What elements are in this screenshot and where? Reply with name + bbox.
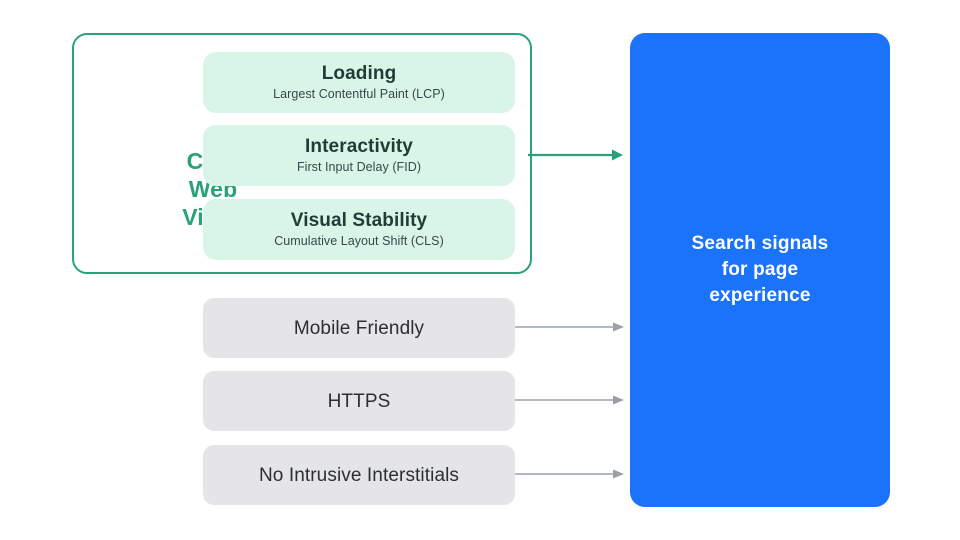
metric-title: Visual Stability [290,210,428,231]
metric-card-visual-stability: Visual Stability Cumulative Layout Shift… [203,199,515,260]
metric-card-interactivity: Interactivity First Input Delay (FID) [203,125,515,186]
signal-title: No Intrusive Interstitials [258,464,460,486]
metric-subtitle: Cumulative Layout Shift (CLS) [274,234,444,248]
search-signals-panel-title: Search signals for page experience [691,233,829,306]
metric-card-loading: Loading Largest Contentful Paint (LCP) [203,52,515,113]
metric-subtitle: First Input Delay (FID) [296,160,422,174]
https-arrow-icon [515,392,625,408]
no-intrusive-interstitials-arrow-icon [515,466,625,482]
signal-box-https: HTTPS [203,371,515,431]
mobile-friendly-arrow-icon [515,319,625,335]
search-signals-panel: Search signals for page experience [630,33,890,507]
signal-box-mobile-friendly: Mobile Friendly [203,298,515,358]
core-web-vitals-arrow-icon [528,147,624,163]
signal-title: Mobile Friendly [293,317,425,339]
metric-subtitle: Largest Contentful Paint (LCP) [273,87,445,101]
signal-title: HTTPS [327,390,391,412]
metric-title: Loading [321,63,397,84]
signal-box-no-intrusive-interstitials: No Intrusive Interstitials [203,445,515,505]
metric-title: Interactivity [305,136,413,157]
